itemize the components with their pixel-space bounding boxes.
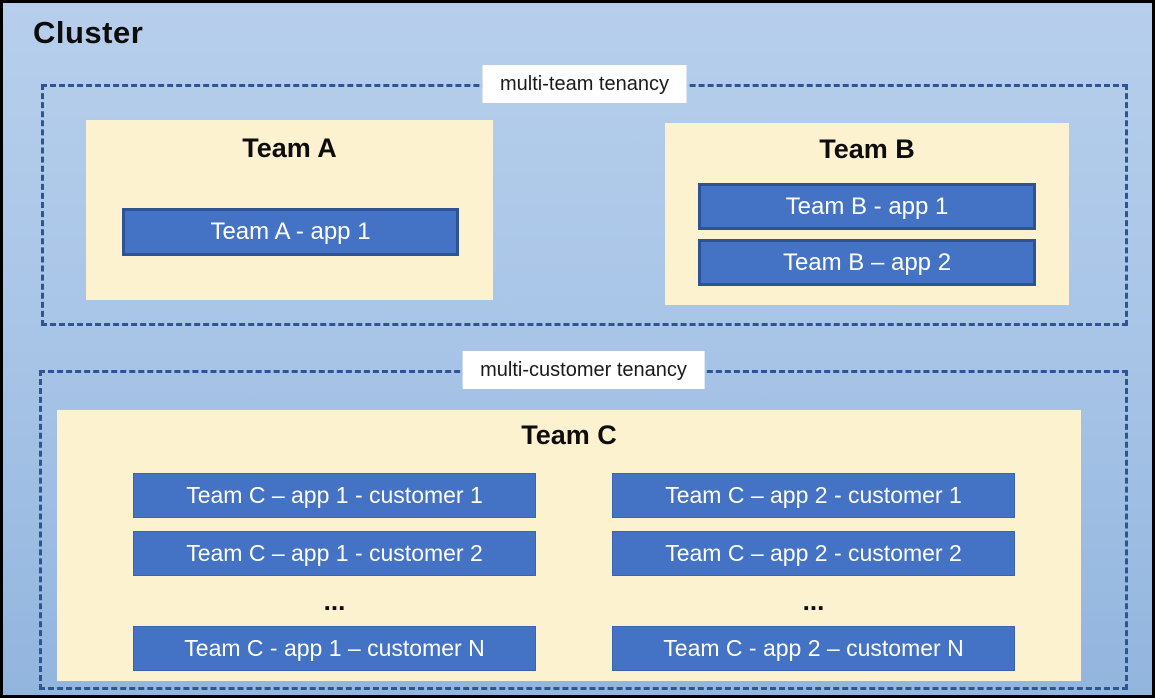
team-c-title: Team C xyxy=(521,420,617,450)
team-a-panel: Team A Team A - app 1 xyxy=(86,120,493,300)
team-b-app-1-box: Team B - app 1 xyxy=(698,183,1036,230)
team-c-app-1-column: Team C – app 1 - customer 1 Team C – app… xyxy=(133,473,536,684)
multi-customer-tenancy-label: multi-customer tenancy xyxy=(462,351,705,389)
multi-team-tenancy-label: multi-team tenancy xyxy=(482,65,687,103)
team-a-title: Team A xyxy=(242,133,337,163)
team-c-app1-customer-n-box: Team C - app 1 – customer N xyxy=(133,626,536,671)
team-c-app2-customer-1-box: Team C – app 2 - customer 1 xyxy=(612,473,1015,518)
team-c-app-2-column: Team C – app 2 - customer 1 Team C – app… xyxy=(612,473,1015,684)
multi-customer-tenancy-section: multi-customer tenancy Team C Team C – a… xyxy=(39,351,1128,690)
team-c-app1-customer-1-box: Team C – app 1 - customer 1 xyxy=(133,473,536,518)
cluster-label: Cluster xyxy=(33,15,144,50)
team-c-app1-customer-2-box: Team C – app 1 - customer 2 xyxy=(133,531,536,576)
team-c-app2-customer-n-box: Team C - app 2 – customer N xyxy=(612,626,1015,671)
team-c-app2-customer-2-box: Team C – app 2 - customer 2 xyxy=(612,531,1015,576)
team-c-app2-ellipsis: ... xyxy=(802,586,825,616)
multi-team-tenancy-section: multi-team tenancy Team A Team A - app 1… xyxy=(41,65,1128,326)
team-b-panel: Team B Team B - app 1 Team B – app 2 xyxy=(665,123,1069,305)
team-b-app-2-box: Team B – app 2 xyxy=(698,239,1036,286)
team-c-app1-ellipsis: ... xyxy=(323,586,346,616)
team-c-panel: Team C Team C – app 1 - customer 1 Team … xyxy=(57,410,1081,681)
team-b-title: Team B xyxy=(819,134,915,164)
team-a-app-1-box: Team A - app 1 xyxy=(122,208,459,256)
